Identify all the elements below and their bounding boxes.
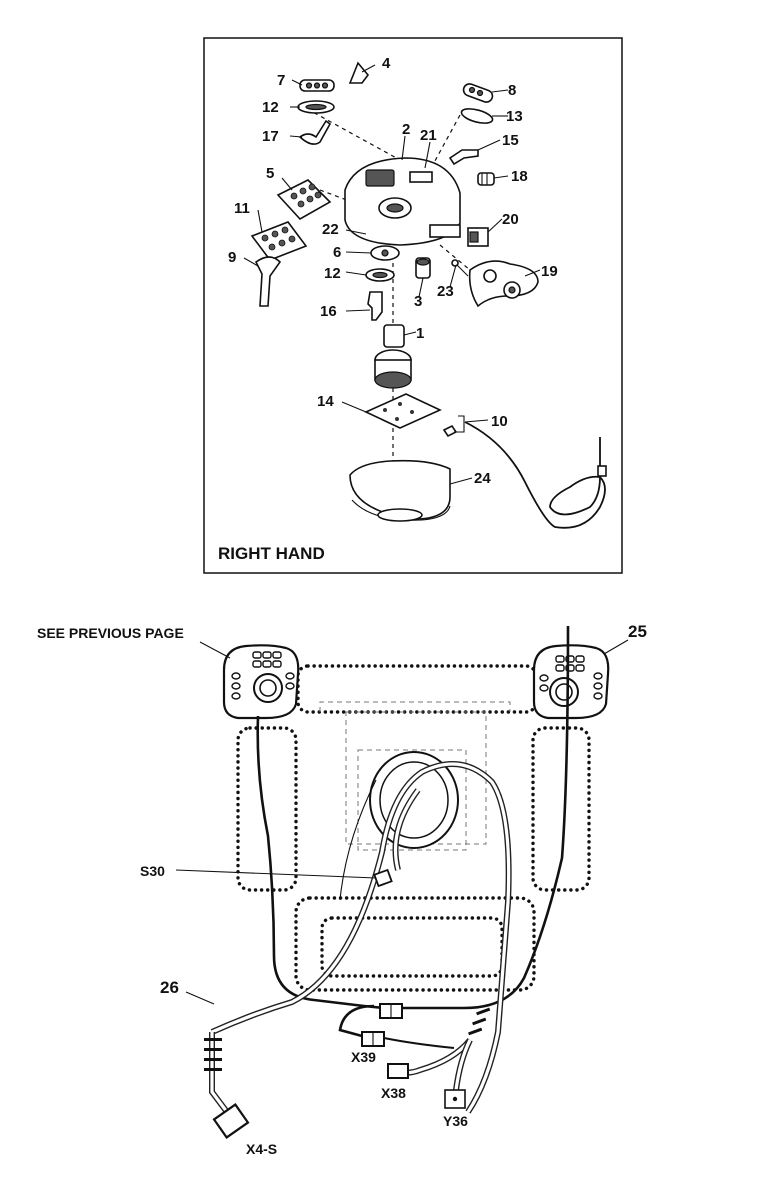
y36-label: Y36 [443, 1113, 468, 1129]
connector-y36 [444, 1089, 466, 1109]
callout-13: 13 [506, 108, 523, 125]
callout-12-lower: 12 [324, 265, 341, 282]
part-4-wedge [348, 61, 370, 84]
callout-24: 23 [437, 283, 454, 300]
callout-25: 25 [628, 622, 647, 641]
callout-19: 18 [511, 168, 528, 185]
part-12-grip-upper [297, 100, 335, 114]
right-joystick [532, 644, 610, 720]
callout-4: 4 [382, 55, 391, 72]
harness-leaders [175, 639, 629, 1005]
callout-16: 15 [502, 132, 519, 149]
part-17-bracket [367, 291, 383, 321]
callout-14: 24 [474, 470, 491, 487]
switch-s30 [373, 868, 393, 888]
part-1-pot [374, 324, 412, 389]
console-outline [236, 664, 591, 992]
part-10-switch-cable [442, 415, 607, 529]
callout-23: 22 [322, 221, 339, 238]
part-12-grip-lower [365, 268, 395, 282]
see-previous-page-label: SEE PREVIOUS PAGE [37, 625, 184, 641]
part-13-grip [460, 108, 494, 124]
callout-11: 11 [234, 200, 250, 217]
callout-9: 9 [228, 249, 236, 266]
exploded-view-title: RIGHT HAND [218, 544, 325, 563]
callout-7: 7 [277, 72, 285, 89]
left-joystick [222, 644, 300, 720]
part-20-trigger [468, 260, 539, 308]
part-8-grip [462, 83, 494, 103]
callout-8: 8 [508, 82, 516, 99]
part-2-housing [344, 157, 461, 246]
part-3-knob [415, 257, 431, 279]
connector-x4s [212, 1103, 250, 1139]
part-24-screw [451, 259, 469, 277]
harness-26 [204, 761, 512, 1118]
callout-12-upper: 12 [262, 99, 279, 116]
callout-20: 19 [541, 263, 558, 280]
part-18-clip [298, 119, 332, 145]
connector-mid [379, 1003, 403, 1019]
callout-3: 3 [414, 293, 422, 310]
connector-x38 [387, 1063, 409, 1079]
part-5-keypad [276, 179, 332, 221]
part-21-block [467, 227, 489, 247]
callout-17: 16 [320, 303, 337, 320]
x39-label: X39 [351, 1049, 376, 1065]
callout-2: 2 [402, 121, 410, 138]
part-9-flex-cable [254, 256, 282, 307]
callout-15: 14 [317, 393, 334, 410]
callout-26: 26 [160, 978, 179, 997]
callout-22: 21 [420, 127, 437, 144]
part-16-clip [448, 149, 479, 166]
callout-1: 1 [416, 325, 424, 342]
part-19-spring [477, 172, 495, 186]
callout-numbers: 4 7 12 17 2 21 8 13 15 18 5 11 22 20 9 6… [228, 55, 558, 487]
part-11-keypad [250, 221, 308, 261]
x38-label: X38 [381, 1085, 406, 1101]
joystick-cables [256, 625, 570, 1049]
s30-label: S30 [140, 863, 165, 879]
part-6-grip [370, 245, 400, 261]
callout-leaders [243, 64, 541, 485]
callout-5: 5 [266, 165, 274, 182]
part-15-plate [364, 393, 442, 429]
x4s-label: X4-S [246, 1141, 277, 1157]
part-7-grip [299, 79, 335, 92]
callout-6: 6 [333, 244, 341, 261]
callout-21: 20 [502, 211, 519, 228]
callout-10: 10 [491, 413, 508, 430]
connector-x39 [361, 1031, 385, 1047]
part-14-base [349, 459, 451, 522]
callout-18: 17 [262, 128, 279, 145]
